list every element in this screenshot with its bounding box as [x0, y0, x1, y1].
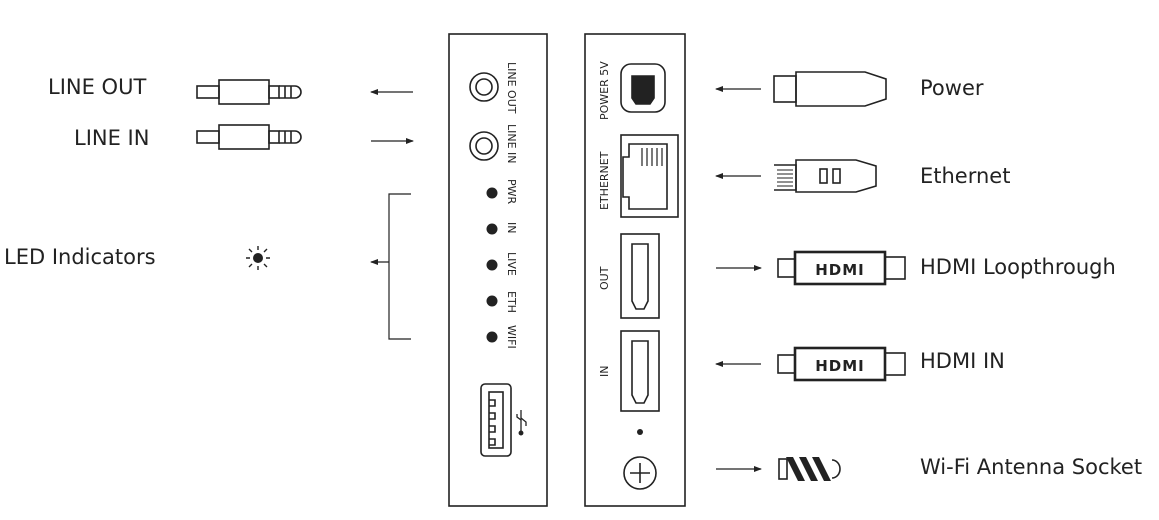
- hdmi-loop-plug-icon: [777, 250, 906, 286]
- hdmi-logo-loop: HDMI: [815, 261, 865, 279]
- hdmi-in-plug-icon: [777, 346, 906, 382]
- hdmi-in-port: [620, 330, 660, 412]
- left-panel: [448, 33, 548, 507]
- hdmi-out-port: [620, 233, 660, 319]
- line-in-jack: [469, 131, 499, 161]
- ethernet-port: [620, 134, 679, 218]
- led-bracket: [388, 193, 411, 340]
- wifi-socket: [623, 456, 657, 490]
- led-wifi: [486, 331, 498, 343]
- usb-port: [480, 383, 512, 457]
- line-out-plug-icon: [196, 79, 302, 105]
- panel-label-pwr: PWR: [505, 179, 518, 205]
- led-pwr: [486, 187, 498, 199]
- label-wifi-antenna-socket: Wi-Fi Antenna Socket: [920, 455, 1143, 479]
- label-hdmi-loopthrough: HDMI Loopthrough: [920, 255, 1116, 279]
- panel-label-power-5v: POWER 5V: [598, 61, 611, 120]
- led-sun-center: [253, 253, 263, 263]
- panel-label-in-hdmi: IN: [598, 366, 611, 377]
- wifi-antenna-connector-icon: [778, 458, 841, 480]
- panel-label-out: OUT: [598, 266, 611, 290]
- panel-label-wifi: WIFI: [505, 325, 518, 349]
- label-hdmi-in: HDMI IN: [920, 349, 1005, 373]
- panel-label-line-in: LINE IN: [505, 124, 518, 164]
- panel-label-in: IN: [505, 222, 518, 233]
- led-live: [486, 259, 498, 271]
- label-power: Power: [920, 76, 984, 100]
- led-eth: [486, 295, 498, 307]
- led-in: [486, 223, 498, 235]
- reset-pinhole: [637, 429, 643, 435]
- ethernet-plug-icon: [774, 159, 877, 193]
- power-port: [620, 63, 666, 113]
- wifi-antenna-threads: [786, 457, 831, 481]
- panel-label-live: LIVE: [505, 252, 518, 276]
- usb-icon: [516, 410, 527, 436]
- label-line-in: LINE IN: [74, 126, 150, 150]
- panel-label-eth: ETH: [505, 291, 518, 313]
- hdmi-logo-in: HDMI: [815, 357, 865, 375]
- label-line-out: LINE OUT: [48, 75, 147, 99]
- panel-label-ethernet: ETHERNET: [598, 151, 611, 210]
- label-ethernet: Ethernet: [920, 164, 1011, 188]
- led-sun-icon: [246, 246, 270, 270]
- panel-label-line-out: LINE OUT: [505, 62, 518, 114]
- power-plug-icon: [773, 71, 887, 107]
- label-led-indicators: LED Indicators: [4, 245, 156, 269]
- line-out-jack: [469, 72, 499, 102]
- right-panel: [584, 33, 686, 507]
- line-in-plug-icon: [196, 124, 302, 150]
